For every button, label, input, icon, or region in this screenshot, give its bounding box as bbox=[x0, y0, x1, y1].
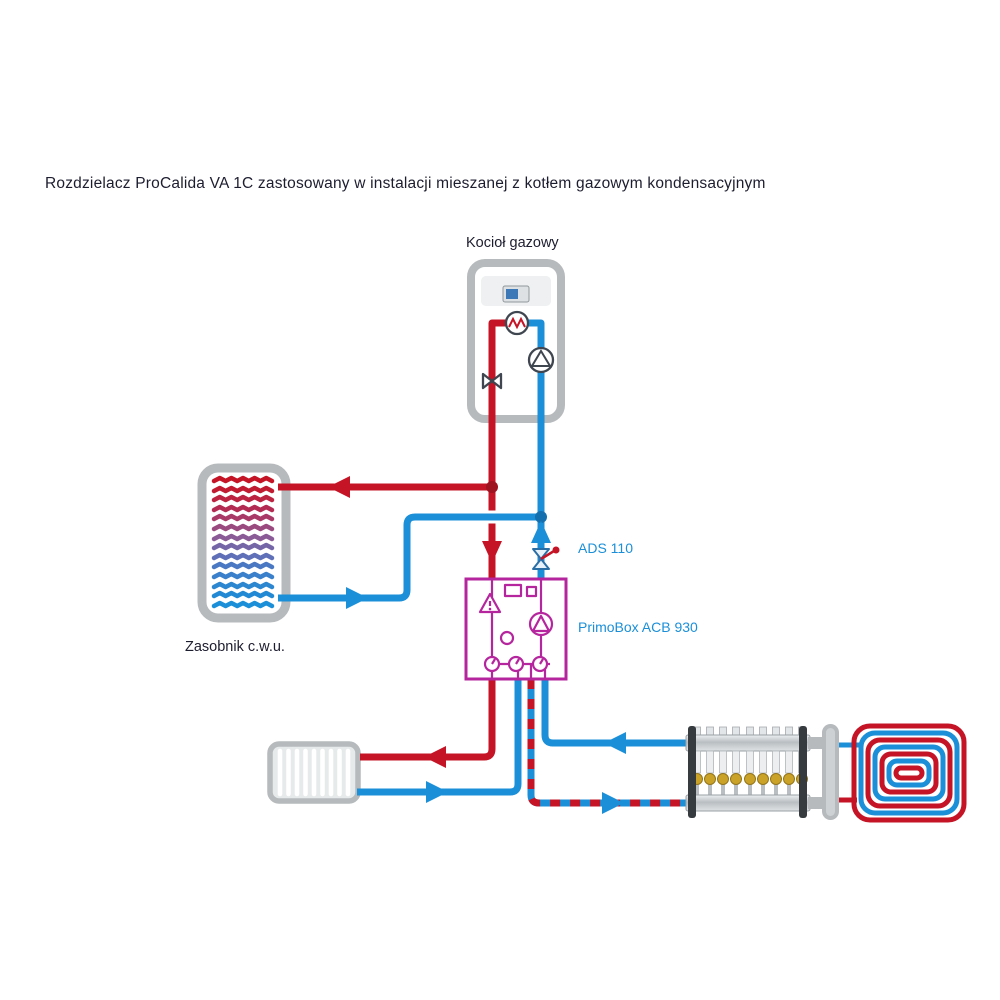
pipe-boiler-return bbox=[527, 319, 545, 517]
pump-triangle-icon bbox=[530, 349, 552, 367]
flow-arrow-dhw-return-icon bbox=[346, 587, 368, 609]
floor-manifold bbox=[685, 726, 826, 818]
manifold-stub-bottom bbox=[808, 797, 826, 809]
boiler-display-screen bbox=[506, 289, 518, 299]
tank-coil bbox=[211, 475, 275, 609]
primobox-unit bbox=[464, 577, 568, 681]
floor-heating-loop bbox=[822, 723, 967, 823]
manifold-bracket-right bbox=[799, 726, 807, 818]
flow-arrow-boiler-return-icon bbox=[531, 521, 551, 543]
heat-exchanger-zigzag-icon bbox=[508, 316, 526, 330]
heat-exchanger-icon bbox=[504, 310, 530, 336]
pipe-floor-supply-pair bbox=[527, 679, 692, 807]
primobox-pump-icon bbox=[528, 611, 554, 637]
manifold-stub-top bbox=[808, 737, 826, 749]
primobox-internals bbox=[478, 579, 554, 679]
pipe-dhw-return bbox=[278, 513, 541, 602]
gas-boiler bbox=[467, 259, 565, 423]
return-pipes-blue bbox=[278, 319, 688, 796]
pipe-manifold-return bbox=[541, 679, 688, 747]
flow-arrow-radiator-supply-icon bbox=[424, 746, 446, 768]
tee-joint-blue bbox=[535, 511, 547, 523]
flow-arrows bbox=[328, 476, 626, 814]
manifold-top-bar bbox=[685, 734, 811, 752]
floor-riser-highlight bbox=[826, 728, 835, 816]
boiler-symbols bbox=[481, 310, 555, 390]
radiator bbox=[267, 741, 361, 804]
tee-joint-red bbox=[486, 481, 498, 493]
pipe-radiator-supply bbox=[360, 679, 496, 761]
manifold-flow-meters bbox=[691, 750, 808, 795]
flow-arrow-radiator-return-icon bbox=[426, 781, 448, 803]
radiator-fins bbox=[277, 748, 351, 797]
flow-arrow-primobox-supply-icon bbox=[482, 541, 502, 563]
diagram-title: Rozdzielacz ProCalida VA 1C zastosowany … bbox=[45, 175, 766, 192]
manifold-bracket-left bbox=[688, 726, 696, 818]
boiler-valve-icon bbox=[481, 372, 503, 390]
ads-label: ADS 110 bbox=[578, 540, 633, 556]
flow-arrow-floor-return-icon bbox=[604, 732, 626, 754]
tank-label: Zasobnik c.w.u. bbox=[185, 639, 285, 655]
manifold-valve-knobs bbox=[691, 773, 808, 785]
boiler-label: Kocioł gazowy bbox=[466, 235, 559, 251]
pipe-boiler-supply bbox=[488, 319, 507, 487]
flow-arrow-floor-supply-icon bbox=[602, 792, 624, 814]
loop-spiral bbox=[851, 723, 967, 823]
ads-valve-icon bbox=[532, 546, 560, 570]
supply-pipes-red bbox=[278, 319, 507, 761]
manifold-bottom-bar bbox=[685, 794, 811, 812]
pipe-radiator-return bbox=[357, 679, 522, 796]
primobox-label: PrimoBox ACB 930 bbox=[578, 619, 698, 635]
dhw-tank bbox=[197, 463, 291, 623]
primobox-gauges bbox=[483, 655, 549, 673]
flow-arrow-dhw-supply-icon bbox=[328, 476, 350, 498]
